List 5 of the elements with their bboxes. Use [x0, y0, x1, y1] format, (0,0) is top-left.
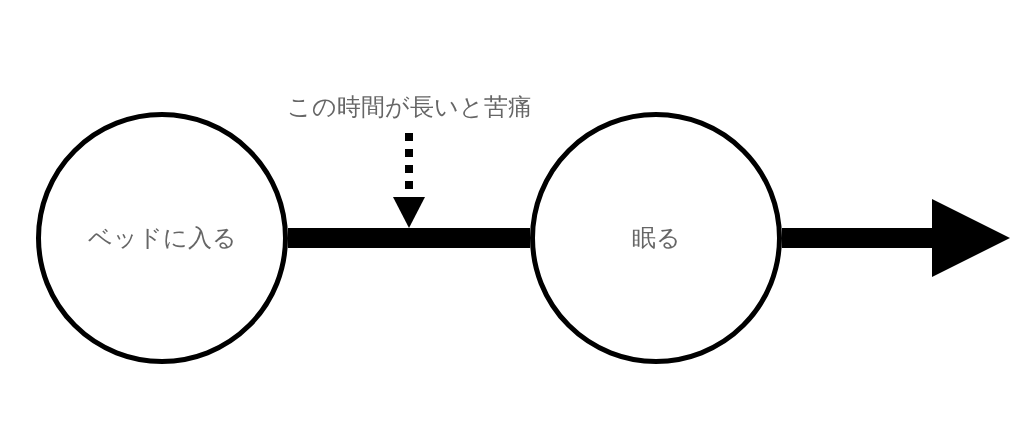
step-label: 眠る [631, 223, 681, 253]
connector-line [288, 228, 530, 248]
annotation-text: この時間が長いと苦痛 [279, 89, 539, 125]
step-label: ベッドに入る [87, 223, 237, 253]
thick-arrow [782, 199, 1010, 277]
